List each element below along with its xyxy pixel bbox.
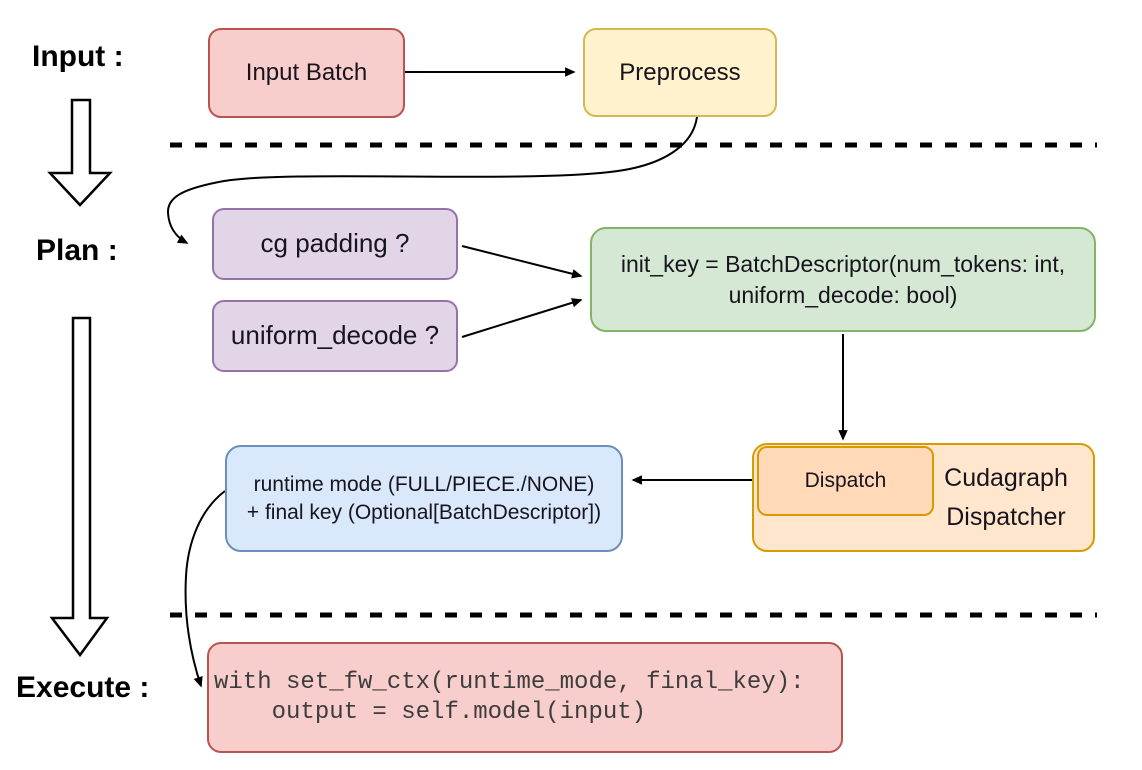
node-cg-padding: cg padding ? [212, 208, 458, 280]
node-dispatch-label: Dispatch [804, 469, 887, 493]
node-runtime-mode-line1: runtime mode (FULL/PIECE./NONE) [253, 472, 595, 496]
node-execute-code: with set_fw_ctx(runtime_mode, final_key)… [207, 642, 843, 753]
node-dispatch: Dispatch [757, 446, 934, 516]
arrow-cg-padding-to-init-key [461, 245, 583, 279]
node-preprocess: Preprocess [583, 28, 777, 117]
node-cg-padding-label: cg padding ? [260, 228, 410, 259]
node-input-batch-label: Input Batch [245, 59, 368, 87]
cudagraph-dispatcher-line1: Cudagraph [944, 463, 1068, 492]
node-cudagraph-dispatcher: Dispatch Cudagraph Dispatcher [752, 443, 1095, 552]
node-runtime-mode: runtime mode (FULL/PIECE./NONE) + final … [225, 445, 623, 552]
plan-phase-label: Plan : [36, 234, 118, 267]
node-init-key: init_key = BatchDescriptor(num_tokens: i… [590, 227, 1096, 332]
node-uniform-decode: uniform_decode ? [212, 300, 458, 372]
cudagraph-dispatcher-label: Cudagraph Dispatcher [925, 445, 1087, 550]
block-arrow-plan-to-execute-icon [49, 316, 110, 658]
execute-phase-label: Execute : [16, 671, 150, 704]
cudagraph-dispatcher-line2: Dispatcher [946, 502, 1066, 531]
node-preprocess-label: Preprocess [619, 58, 741, 86]
node-runtime-mode-line2: + final key (Optional[BatchDescriptor]) [246, 500, 602, 524]
input-phase-label: Input : [32, 40, 124, 73]
execute-code-line2: output = self.model(input) [214, 698, 647, 726]
node-init-key-line1: init_key = BatchDescriptor(num_tokens: i… [620, 251, 1066, 278]
node-init-key-line2: uniform_decode: bool) [728, 281, 958, 308]
node-input-batch: Input Batch [208, 28, 405, 118]
execute-code-line1: with set_fw_ctx(runtime_mode, final_key)… [214, 669, 805, 697]
node-uniform-decode-label: uniform_decode ? [230, 320, 440, 351]
block-arrow-input-to-plan-icon [47, 98, 113, 207]
arrow-uniform-decode-to-init-key [461, 298, 583, 338]
